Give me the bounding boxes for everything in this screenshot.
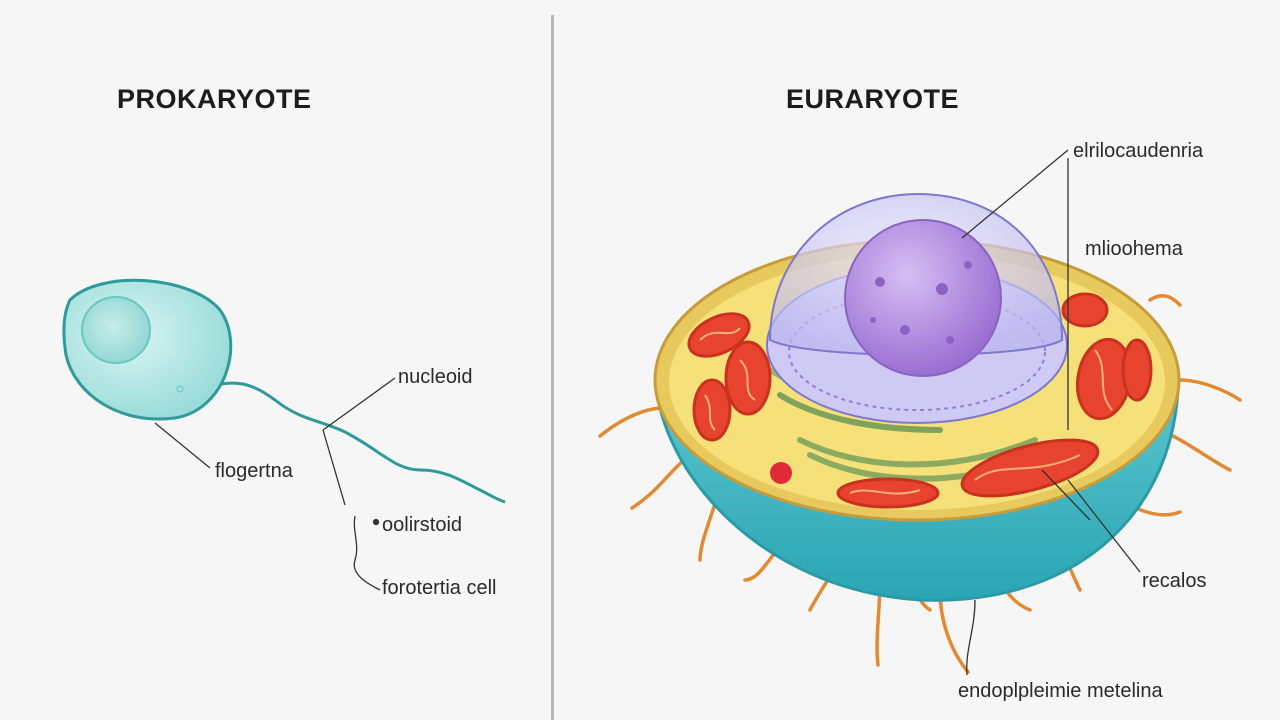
label-flagellum: flogertna: [215, 460, 293, 482]
label-mitochondria: mlioohema: [1085, 238, 1183, 260]
prokaryote-leader-lines: [154, 377, 396, 591]
label-endoplasmic: endoplpleimie metelina: [958, 680, 1163, 702]
label-nucleoid: nucleoid: [398, 366, 473, 388]
nucleolus-spots: [870, 261, 972, 344]
eukaryote-title: EURARYOTE: [786, 84, 960, 114]
panel-divider: [551, 15, 554, 720]
eukaryote-leader-lines: [961, 149, 1141, 676]
plasmid-dot: [176, 385, 184, 393]
label-top-organelle: elrilocaudenria: [1073, 140, 1204, 162]
ribosome-dot: [770, 462, 792, 484]
prokaryote-title: PROKARYOTE: [117, 84, 312, 114]
nucleoid-body: [81, 296, 151, 364]
prokaryote-cell: [62, 278, 506, 504]
eukaryote-cell: [598, 192, 1242, 674]
flagellum: [214, 381, 506, 504]
label-cell: forotertia cell: [382, 577, 497, 599]
label-plasmid: oolirstoid: [382, 514, 463, 536]
nucleolus: [844, 219, 1002, 377]
label-ribosomes: recalos: [1142, 570, 1207, 592]
mitochondria-cristae: [699, 327, 1113, 495]
